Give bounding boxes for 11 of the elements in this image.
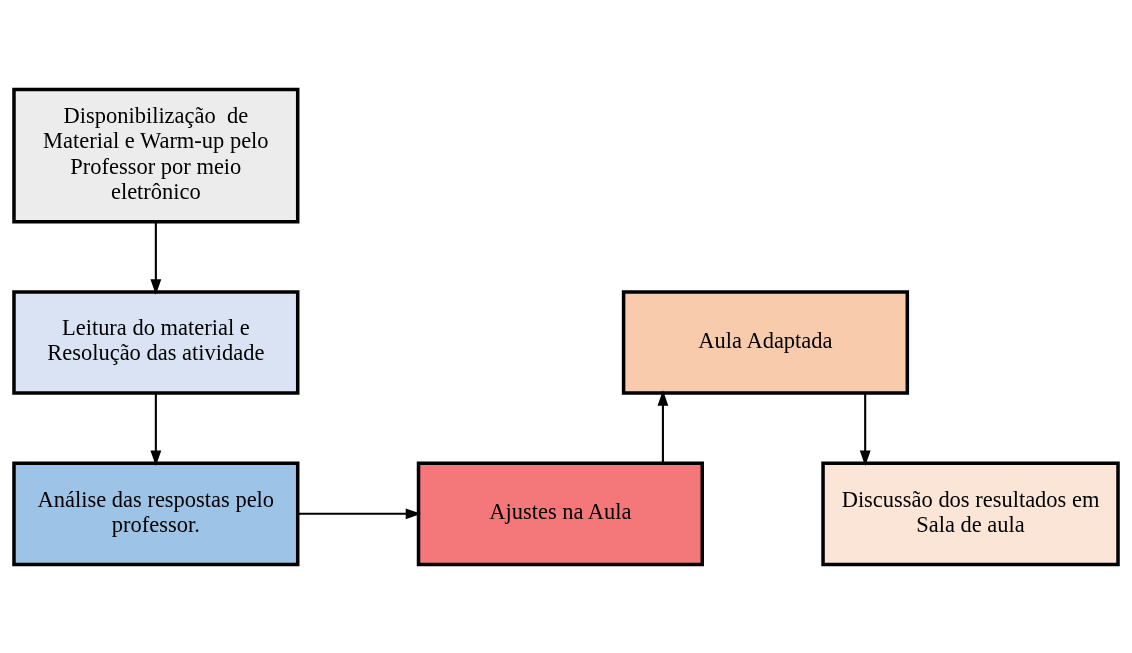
node-box: Aula Adaptada [621, 289, 910, 395]
arrow [297, 507, 422, 519]
node-box: Ajustes na Aula [416, 461, 704, 566]
node-box: Análise das respostas pelo professor. [12, 461, 300, 566]
arrow [657, 389, 669, 463]
node-box: Disponibilização de Material e Warm-up pelo Professor por meio eletrônico [12, 87, 300, 223]
arrow [859, 392, 871, 466]
arrow [150, 221, 162, 295]
arrow [150, 392, 162, 466]
node-box: Discussão dos resultados em Sala de aula [821, 461, 1120, 566]
node-box: Leitura do material e Resolução das atividade [12, 289, 300, 395]
